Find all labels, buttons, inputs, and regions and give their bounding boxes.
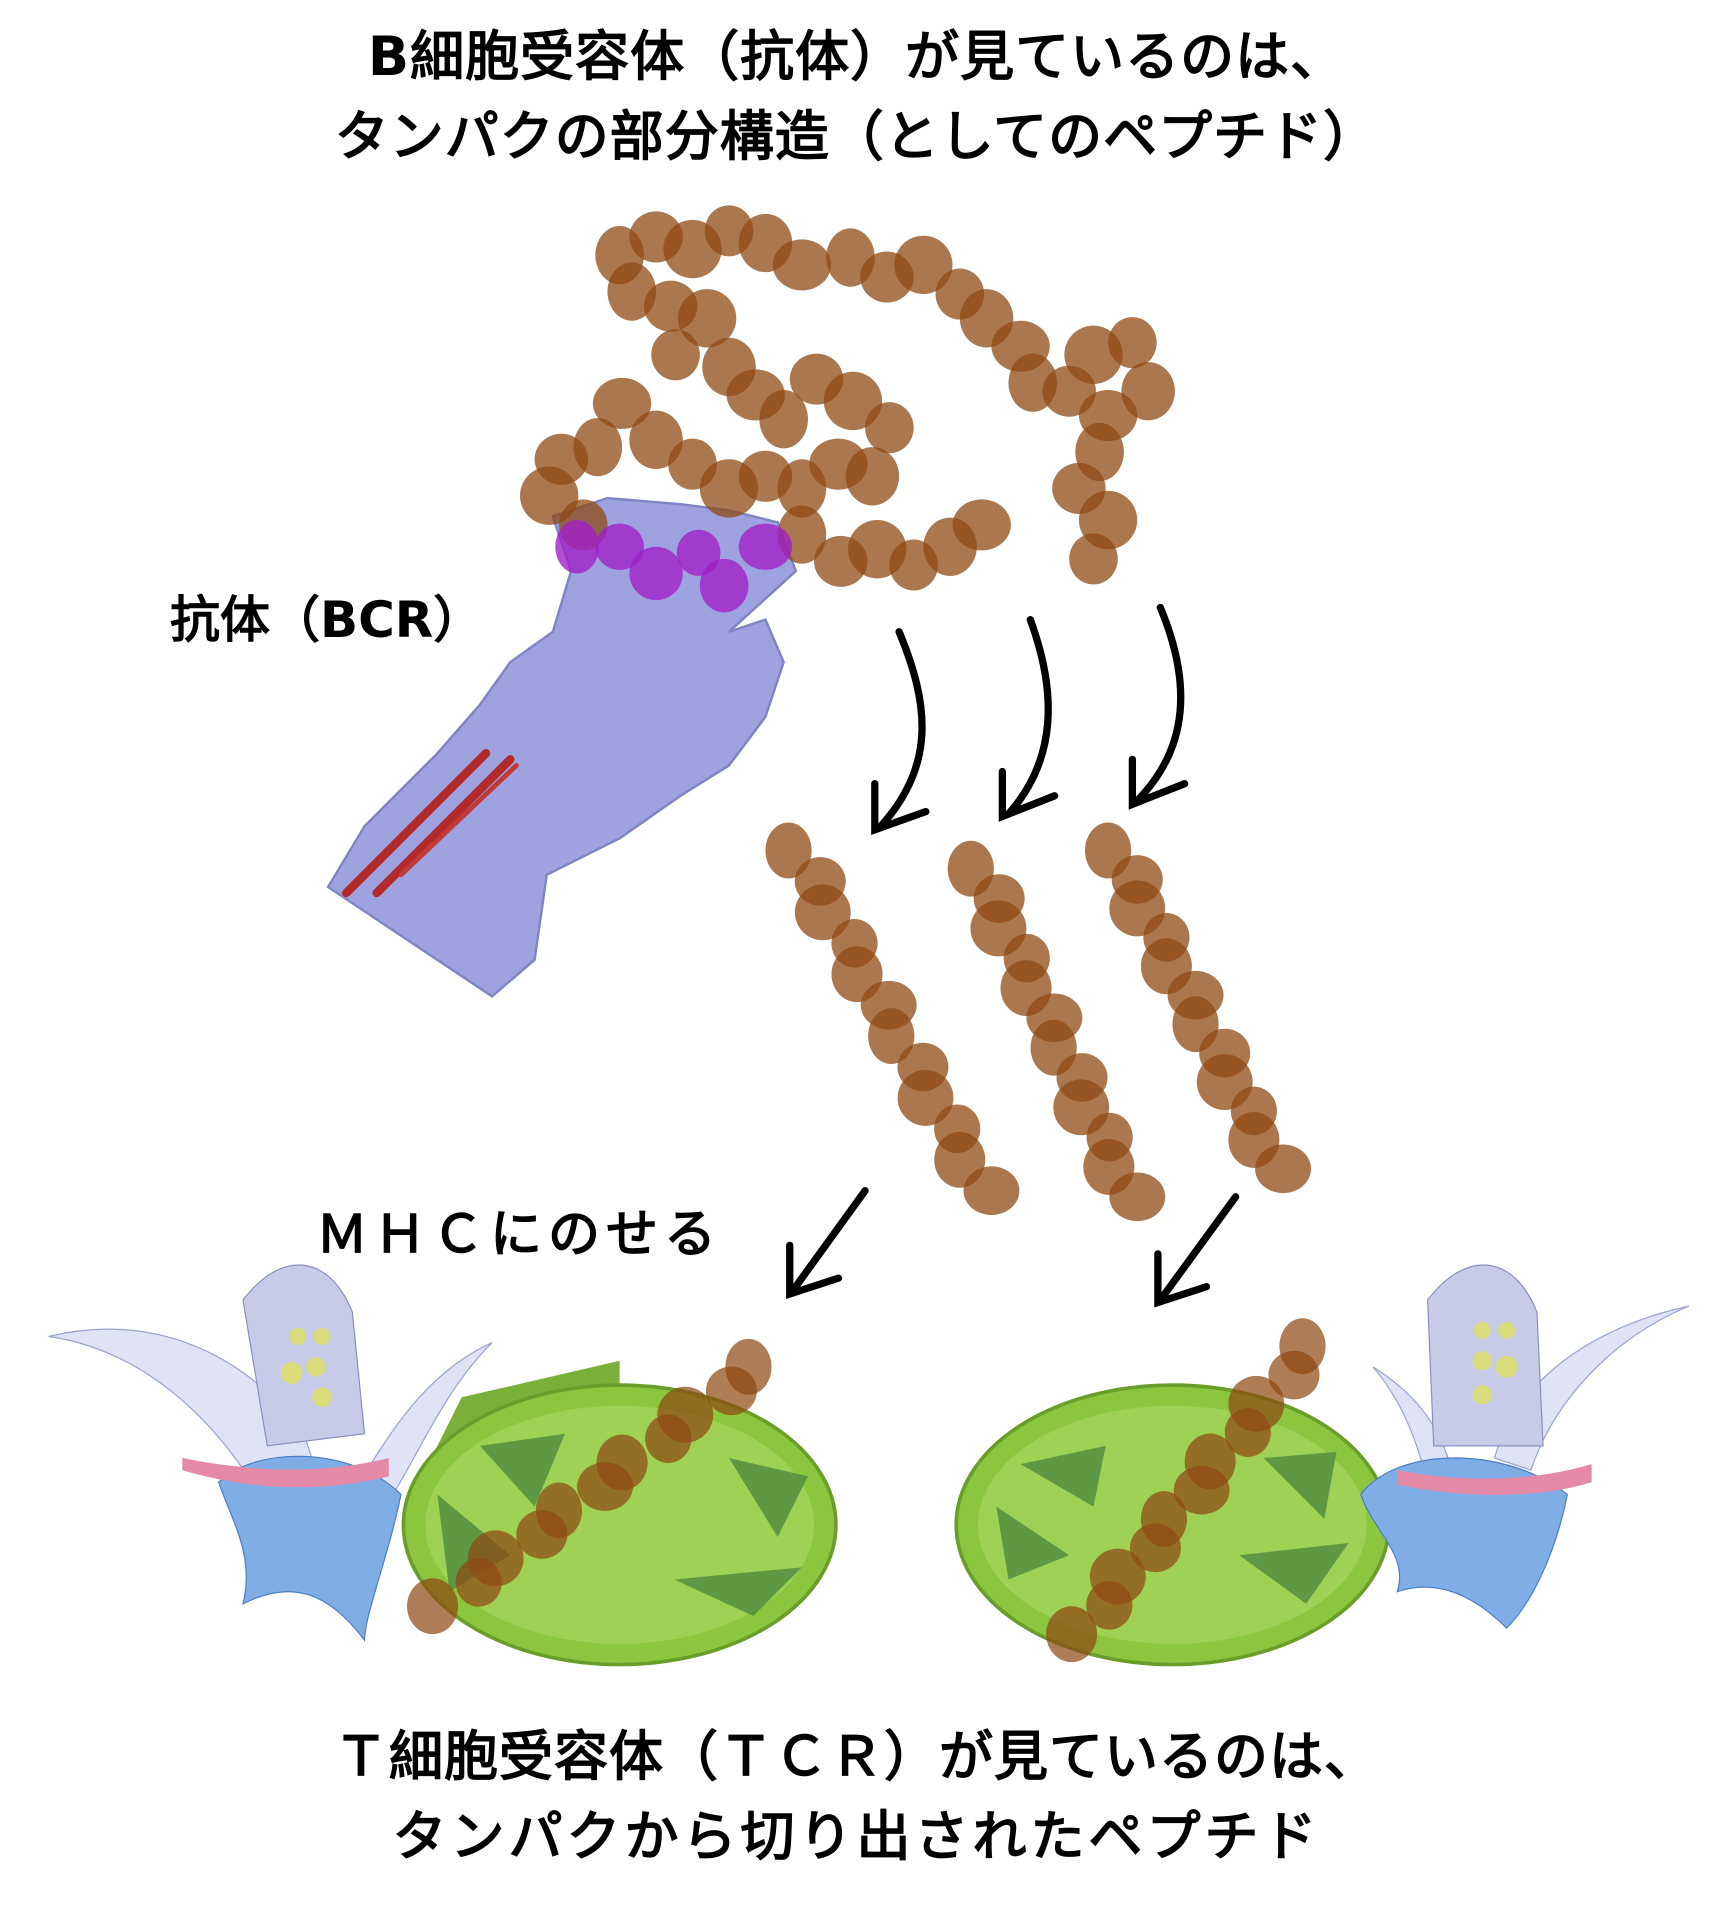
bead <box>1064 325 1123 384</box>
top-caption-line1: B細胞受容体（抗体）が見ているのは、 <box>367 25 1346 88</box>
top-caption-line2: タンパクの部分構造（としてのペプチド） <box>334 105 1379 168</box>
bead <box>1268 1350 1320 1400</box>
bead <box>952 499 1011 551</box>
peptide-fragments <box>765 822 1311 1222</box>
bead <box>1109 1172 1166 1222</box>
antibody-hand <box>326 496 798 998</box>
curved-arrow-icon <box>1132 603 1185 806</box>
bead <box>868 1008 915 1065</box>
protein-chain <box>520 205 1175 591</box>
bead <box>705 1366 757 1416</box>
mhc-label: ＭＨＣにのせる <box>316 1205 723 1265</box>
bead <box>1046 1606 1098 1663</box>
bead <box>677 289 737 348</box>
mhc-bound-peptides <box>407 1318 1326 1663</box>
curved-arrow-icon <box>1004 616 1052 818</box>
bead <box>1086 1581 1133 1630</box>
bead <box>1224 1408 1271 1457</box>
bead <box>765 822 812 879</box>
bead <box>794 884 851 941</box>
bead <box>577 1462 634 1511</box>
curved-arrow-icon <box>877 628 926 830</box>
bead <box>407 1578 459 1635</box>
mhc-right <box>954 1264 1690 1667</box>
bead <box>555 520 599 574</box>
epitope-beads <box>555 520 793 613</box>
mhc-left <box>48 1264 838 1667</box>
bead <box>897 1069 954 1126</box>
bead <box>823 371 883 431</box>
bead <box>1108 317 1157 369</box>
bead <box>772 239 832 291</box>
bead <box>759 390 808 449</box>
bead <box>629 546 683 601</box>
processing-arrows <box>786 603 1240 1308</box>
bead <box>865 402 914 454</box>
bead <box>894 235 953 295</box>
bead <box>1069 533 1118 585</box>
bead <box>595 523 644 570</box>
arrow-icon <box>788 1187 869 1296</box>
bottom-caption-line1: Ｔ細胞受容体（ＴＣＲ）が見ているのは、 <box>334 1725 1379 1788</box>
bead <box>738 523 793 570</box>
bead <box>1255 1144 1311 1194</box>
bead <box>516 1510 568 1559</box>
bead <box>1173 1465 1230 1515</box>
arrow-icon <box>1156 1193 1240 1304</box>
bead <box>963 1166 1020 1215</box>
bead <box>645 1414 692 1463</box>
bead <box>455 1557 502 1607</box>
antibody-label: 抗体（BCR） <box>170 591 484 649</box>
bead <box>1129 1523 1181 1573</box>
bead <box>629 410 683 469</box>
bead <box>651 329 700 381</box>
bead <box>699 558 749 613</box>
bead <box>592 377 652 429</box>
bottom-caption-line2: タンパクから切り出されたペプチド <box>392 1805 1321 1868</box>
